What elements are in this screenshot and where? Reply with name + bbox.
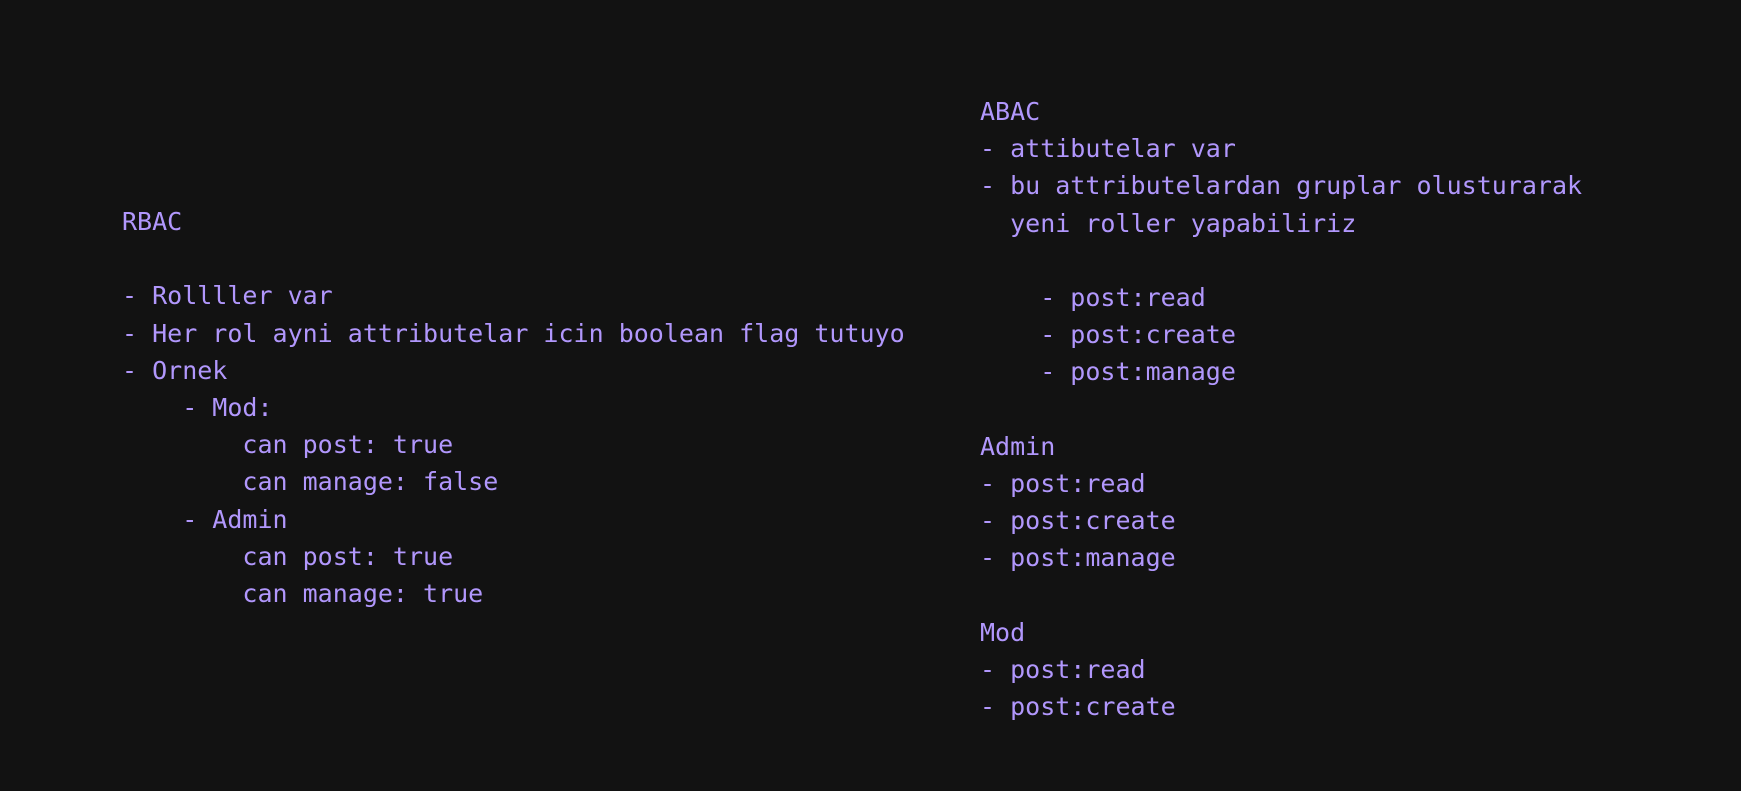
rbac-text-line: - Rollller var <box>122 281 333 311</box>
rbac-text-line: can manage: false <box>122 467 499 497</box>
abac-text-line: ABAC <box>980 97 1041 126</box>
rbac-text-line: - Ornek <box>122 355 228 385</box>
rbac-text-block[interactable]: RBAC - Rollller var - Her rol ayni attribu… <box>122 203 905 612</box>
rbac-text-line: can post: true <box>122 430 454 460</box>
rbac-text-line: can manage: true <box>122 578 484 608</box>
abac-text-block[interactable]: ABAC - attibutelar var - bu attributelarda… <box>980 93 1582 725</box>
rbac-text-line: - Her rol ayni attributelar icin boolean… <box>122 318 905 348</box>
abac-text-line <box>980 391 1582 428</box>
rbac-text-line: - Admin <box>122 504 288 534</box>
abac-text-line: - attibutelar var <box>980 134 1236 164</box>
rbac-text-line: - Mod: <box>122 392 273 422</box>
abac-text-line: yeni roller yapabiliriz <box>980 208 1357 238</box>
abac-text-line: - bu attributelardan gruplar olusturarak <box>980 171 1583 201</box>
rbac-text-line <box>122 240 905 277</box>
abac-text-line: - post:create <box>980 320 1236 350</box>
abac-text-line: - post:read <box>980 282 1206 312</box>
abac-text-line: - post:manage <box>980 357 1236 387</box>
abac-text-line: - post:create <box>980 506 1176 536</box>
abac-text-line: - post:create <box>980 692 1176 721</box>
abac-text-line: Mod <box>980 617 1026 647</box>
abac-text-line: Admin <box>980 431 1056 461</box>
abac-text-line: - post:manage <box>980 543 1176 573</box>
rbac-text-line: RBAC <box>122 207 183 236</box>
abac-text-line <box>980 242 1582 279</box>
abac-text-line: - post:read <box>980 654 1146 684</box>
abac-text-line <box>980 576 1582 613</box>
rbac-text-line: can post: true <box>122 541 454 571</box>
abac-text-line: - post:read <box>980 468 1146 498</box>
